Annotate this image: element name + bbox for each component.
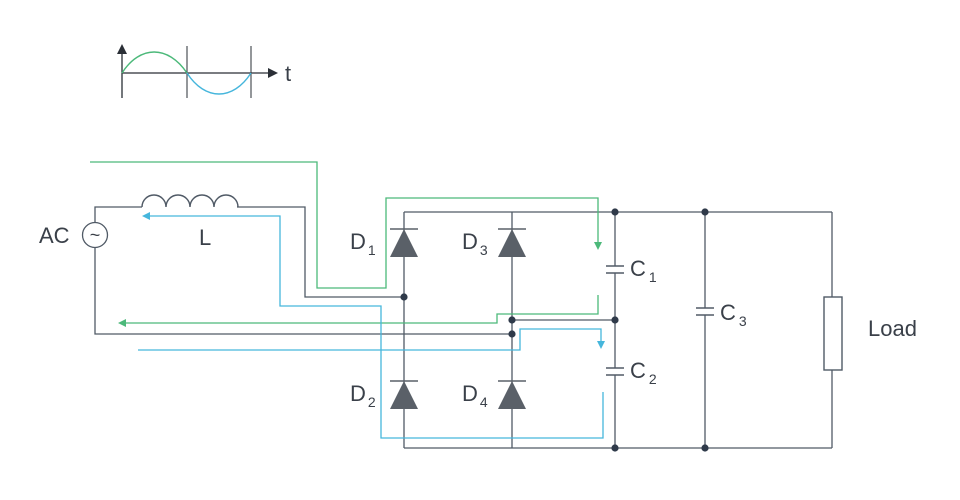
- load-label: Load: [868, 316, 917, 341]
- diode-d2: [390, 380, 418, 409]
- capacitor-c2: [606, 367, 624, 376]
- junction-dots: [400, 208, 709, 452]
- ac-label: AC: [39, 223, 70, 248]
- inductor-label: L: [199, 225, 211, 250]
- positive-half-return-path: [118, 295, 599, 327]
- diode-d4: [498, 380, 526, 409]
- capacitor-c3: [696, 307, 714, 316]
- negative-half-wave: [186, 72, 252, 95]
- capacitor-c1: [606, 265, 624, 274]
- ac-source: ~: [81, 221, 109, 249]
- waveform-axis-label: t: [285, 61, 291, 86]
- ac-source-symbol: ~: [90, 225, 101, 245]
- positive-half-current-path: [90, 161, 602, 289]
- waveform-inset: t: [117, 44, 291, 98]
- diode-d1: [390, 228, 418, 257]
- negative-half-current-path: [138, 328, 605, 351]
- load-resistor: [823, 296, 843, 371]
- inductor-coil: [141, 194, 239, 208]
- positive-half-wave: [121, 51, 188, 74]
- negative-half-return-path: [142, 212, 604, 439]
- diode-d3: [498, 228, 526, 257]
